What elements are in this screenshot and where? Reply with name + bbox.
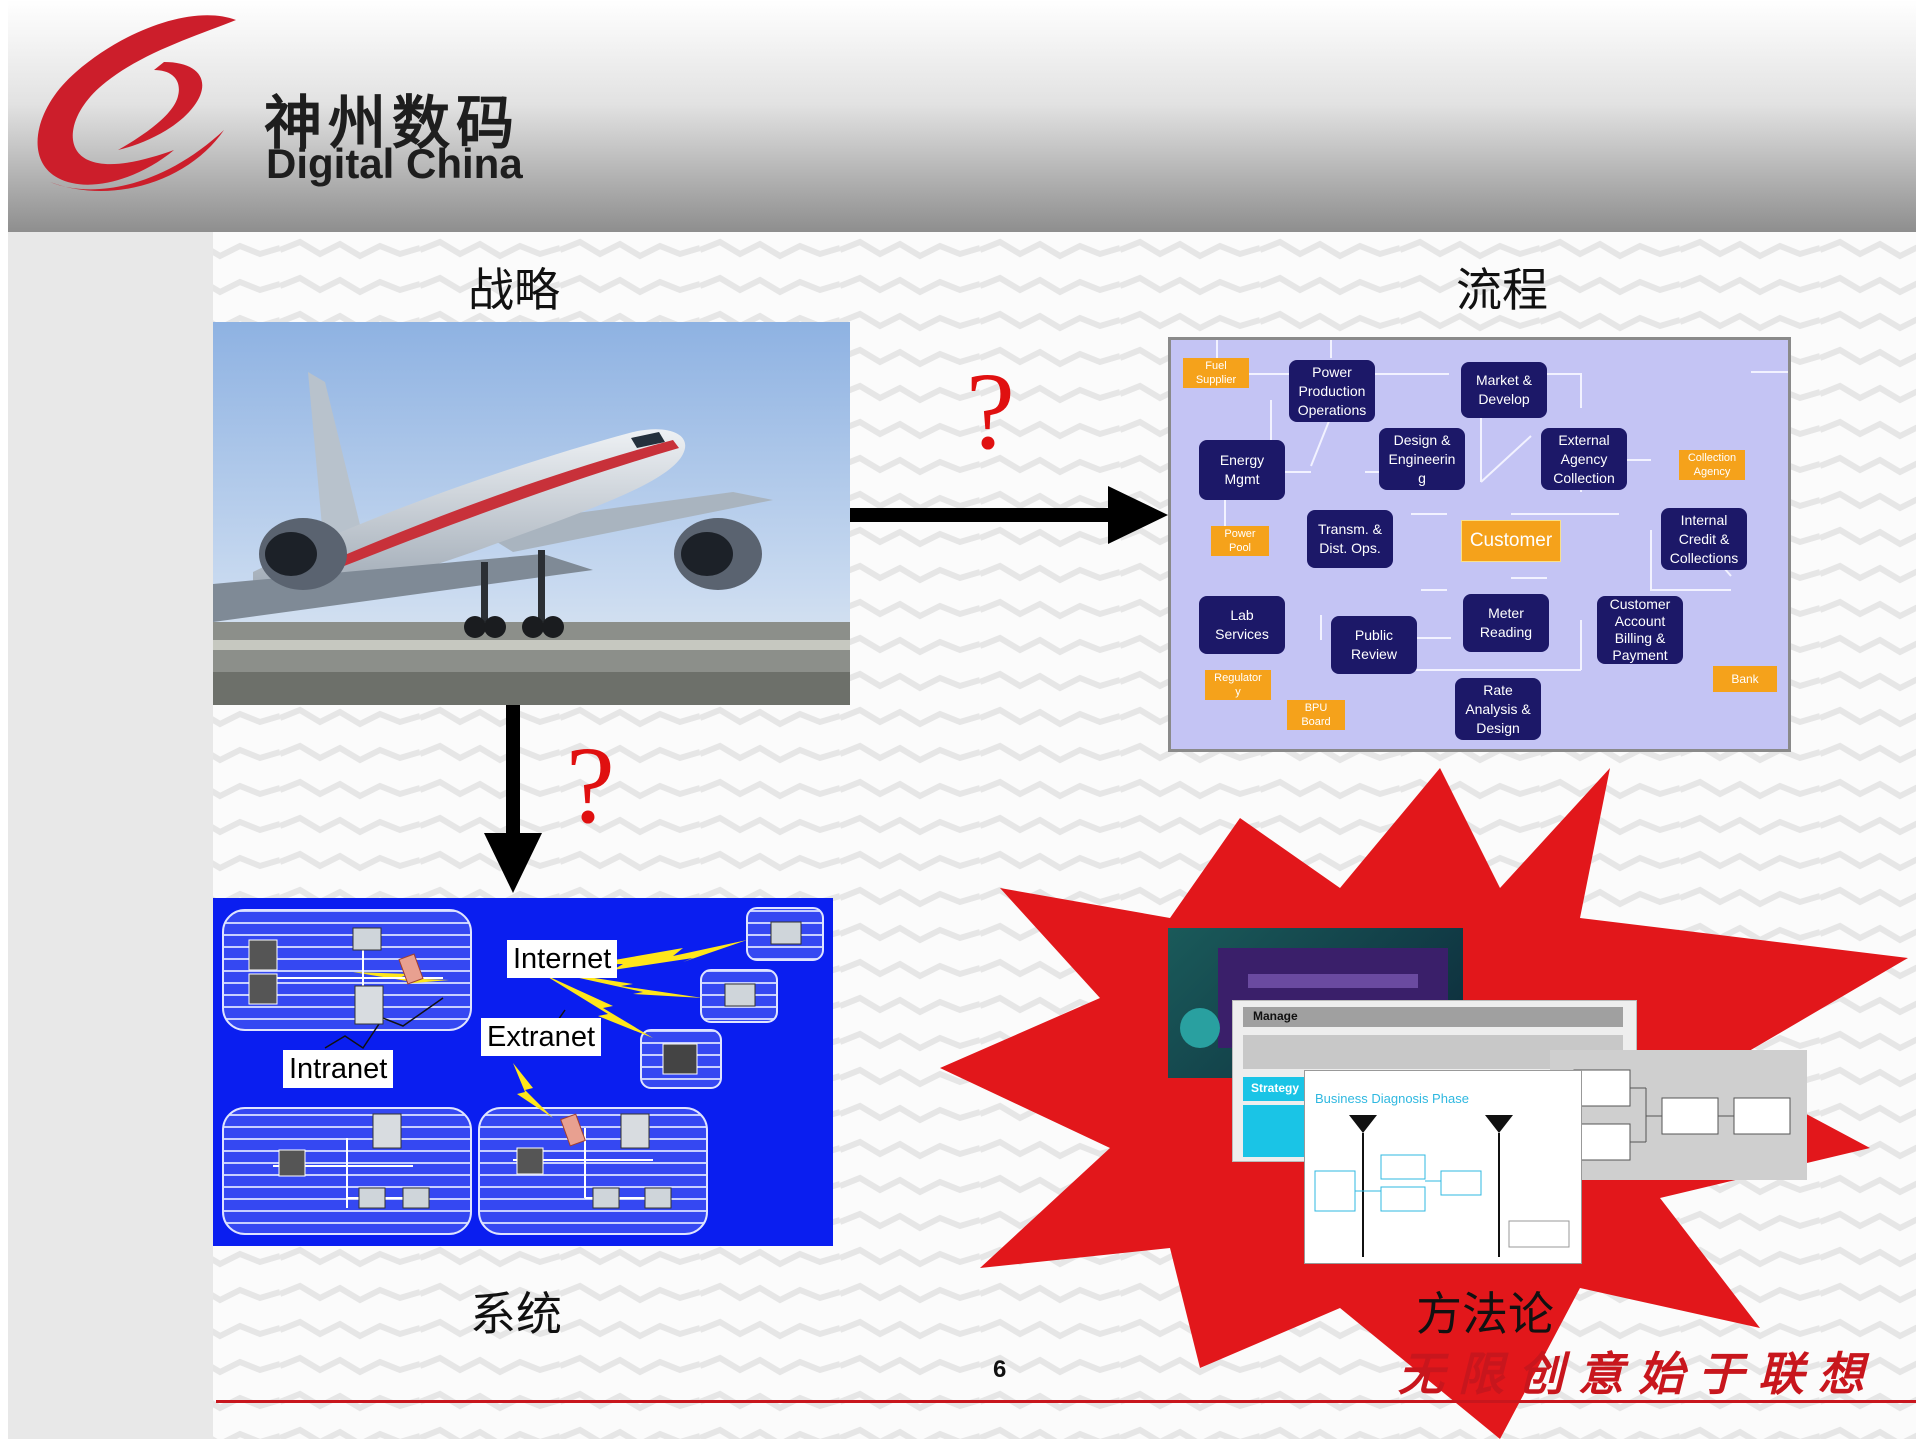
node-label: Payment [1612, 647, 1668, 663]
external-label: Fuel [1205, 360, 1227, 372]
system-title: 系统 [470, 1287, 562, 1341]
node-public-review: Public Review [1331, 616, 1417, 674]
doc4-flow [1573, 1069, 1791, 1161]
node-rate-analysis: Rate Analysis & Design [1455, 678, 1541, 740]
process-flow-lines [1216, 340, 1788, 671]
strategy-to-process-arrow [850, 486, 1168, 544]
node-label: Dist. Ops. [1319, 540, 1381, 556]
node-label: Review [1351, 646, 1397, 662]
external-label: Collection [1687, 452, 1737, 464]
node-label: Engineerin [1388, 450, 1456, 467]
method-doc-3: Business Diagnosis Phase [1304, 1070, 1582, 1264]
node-customer-account-billing: Customer Account Billing & Payment [1597, 596, 1683, 664]
node-customer: Customer [1461, 520, 1561, 562]
footer-rule [216, 1400, 1916, 1403]
doc2-heading: Manage [1253, 1009, 1298, 1023]
node-label: Billing & [1614, 630, 1666, 646]
page-number: 6 [993, 1356, 1007, 1383]
node-label: Customer [1609, 596, 1671, 612]
node-label: Energy [1219, 452, 1265, 468]
process-title: 流程 [1456, 263, 1548, 317]
external-power-pool: Power Pool [1211, 526, 1269, 556]
node-meter-reading: Meter Reading [1463, 594, 1549, 652]
node-market-develop: Market & Develop [1461, 362, 1547, 418]
external-label: Supplier [1195, 374, 1237, 386]
question-mark-system: ? [566, 724, 615, 846]
method-doc-4 [1550, 1050, 1807, 1180]
strategy-to-system-arrow [484, 705, 542, 893]
node-label: Collections [1669, 549, 1739, 566]
node-label: Customer [1469, 530, 1553, 551]
node-label: g [1418, 469, 1426, 486]
node-lab-services: Lab Services [1199, 596, 1285, 654]
node-label: Services [1215, 626, 1269, 642]
external-label: Pool [1228, 542, 1252, 554]
external-label: Bank [1731, 672, 1759, 686]
external-label: Board [1301, 716, 1331, 728]
doc2-side-label: Strategy [1251, 1081, 1300, 1095]
node-power-production: Power Production Operations [1289, 360, 1375, 422]
digital-china-logo-icon [37, 15, 237, 192]
methodology-title: 方法论 [1416, 1287, 1554, 1341]
intranet-label: Intranet [283, 1050, 394, 1088]
external-label: BPU [1304, 702, 1328, 714]
node-label: Credit & [1678, 530, 1730, 547]
external-label: Agency [1693, 466, 1731, 478]
question-mark-process: ? [966, 350, 1015, 472]
node-label: Reading [1479, 624, 1533, 640]
node-label: Design & [1393, 431, 1451, 448]
strategy-title: 战略 [468, 263, 560, 317]
node-label: Analysis & [1465, 700, 1531, 717]
node-label: Transm. & [1317, 521, 1383, 537]
node-internal-credit: Internal Credit & Collections [1661, 508, 1747, 570]
node-label: Public [1354, 627, 1394, 643]
logo-english-name: Digital China [266, 140, 523, 187]
node-label: Rate [1483, 681, 1513, 698]
external-regulatory: Regulator y [1205, 670, 1271, 700]
doc3-title: Business Diagnosis Phase [1315, 1091, 1469, 1106]
node-label: Account [1614, 613, 1666, 629]
node-label: Production [1298, 382, 1366, 399]
slogan: 无限创意始于联想 [1398, 1347, 1878, 1401]
node-label: Lab [1230, 607, 1254, 623]
node-energy-mgmt: Energy Mgmt [1199, 440, 1285, 500]
header-bar [8, 0, 1916, 232]
node-label: Operations [1297, 401, 1367, 418]
node-label: Mgmt [1224, 471, 1260, 487]
node-label: External [1558, 431, 1610, 448]
node-label: Design [1476, 719, 1520, 736]
external-bpu-board: BPU Board [1287, 700, 1345, 730]
node-design-engineering: Design & Engineerin g [1379, 428, 1465, 490]
internet-label: Internet [507, 940, 618, 978]
node-external-agency: External Agency Collection [1541, 428, 1627, 490]
node-label: Meter [1488, 605, 1524, 621]
doc3-phase-diagram [1314, 1115, 1570, 1257]
network-diagram: Internet Extranet Intranet [213, 898, 833, 1246]
node-label: Agency [1560, 450, 1608, 467]
external-label: Regulator [1214, 672, 1262, 684]
extranet-label: Extranet [481, 1018, 601, 1056]
node-label: Develop [1478, 391, 1530, 407]
node-label: Collection [1553, 469, 1615, 486]
process-map: Power Production Operations Market & Dev… [1168, 337, 1791, 752]
external-label: Power [1224, 528, 1256, 540]
external-bank: Bank [1713, 666, 1777, 692]
external-fuel-supplier: Fuel Supplier [1183, 358, 1249, 388]
external-collection-agency: Collection Agency [1679, 450, 1745, 480]
logo-chinese-name: 神州数码 [264, 89, 521, 157]
external-label: y [1235, 686, 1241, 698]
node-label: Power [1312, 363, 1352, 380]
airplane-photo [213, 322, 850, 705]
node-transm-dist: Transm. & Dist. Ops. [1307, 510, 1393, 568]
node-label: Market & [1475, 372, 1532, 388]
node-label: Internal [1680, 511, 1728, 528]
